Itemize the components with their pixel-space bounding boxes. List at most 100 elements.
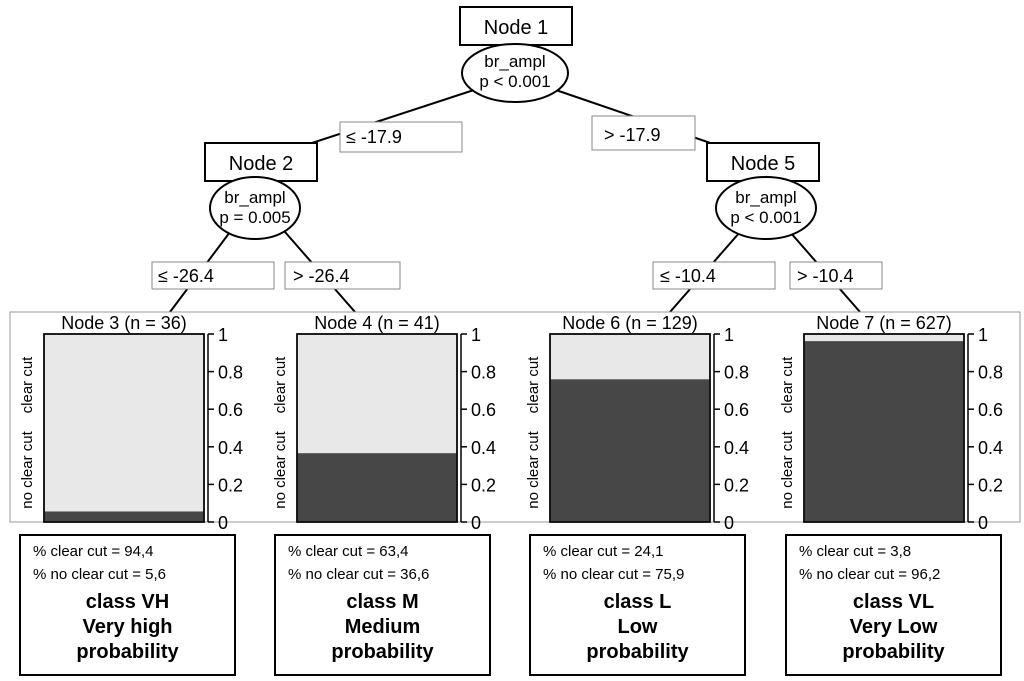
terminal-title: Node 3 (n = 36) <box>61 313 187 333</box>
axis-tick-label: 0.4 <box>218 438 243 458</box>
category-label-no-clear-cut: no clear cut <box>19 430 36 508</box>
edge-label-6: > -10.4 <box>789 261 883 290</box>
terminal-title: Node 6 (n = 129) <box>562 313 698 333</box>
bar-frame <box>803 333 965 523</box>
axis-tick-label: 1 <box>218 325 228 345</box>
result-clear-cut-pct: % clear cut = 24,1 <box>543 543 663 560</box>
axis-tick-label: 0.6 <box>218 400 243 420</box>
edge-label-text: > -10.4 <box>797 266 854 286</box>
axis-tick-label: 0.2 <box>978 475 1003 495</box>
result-probability: probability <box>331 641 434 663</box>
bar-no-clear-cut <box>44 511 204 522</box>
category-label-clear-cut: clear cut <box>19 356 36 414</box>
edge-label-box <box>652 261 776 290</box>
split-ellipse <box>209 176 301 240</box>
edge-label-5: ≤ -10.4 <box>652 261 776 290</box>
inner-node-2: Node 2 br_ampl p = 0.005 <box>204 142 318 240</box>
axis-tick-label: 0.2 <box>724 475 749 495</box>
axis-tick-label: 0.8 <box>724 363 749 383</box>
edge-label-box <box>339 121 463 153</box>
axis-tick-label: 0.6 <box>978 400 1003 420</box>
result-box-3: % clear cut = 24,1 % no clear cut = 75,9 c… <box>529 534 746 676</box>
split-ellipse <box>715 176 817 240</box>
result-desc: Very Low <box>850 616 938 638</box>
node-label: Node 1 <box>484 17 549 39</box>
inner-node-5: Node 5 br_ampl p < 0.001 <box>706 142 820 240</box>
result-no-clear-cut-pct: % no clear cut = 75,9 <box>543 566 684 583</box>
edge-label-text: > -17.9 <box>604 125 661 145</box>
category-label-no-clear-cut: no clear cut <box>272 430 289 508</box>
split-pvalue: p < 0.001 <box>730 208 801 227</box>
axis-tick-label: 0 <box>471 513 481 533</box>
result-class: class VL <box>853 591 934 613</box>
category-label-no-clear-cut: no clear cut <box>525 430 542 508</box>
axis-tick-label: 0.6 <box>471 400 496 420</box>
result-clear-cut-pct: % clear cut = 3,8 <box>799 543 911 560</box>
terminal-title: Node 4 (n = 41) <box>314 313 440 333</box>
bar-clear-cut <box>43 333 205 523</box>
result-no-clear-cut-pct: % no clear cut = 96,2 <box>799 566 940 583</box>
node-label: Node 5 <box>731 153 796 175</box>
inner-node-1: Node 1 br_ampl p < 0.001 <box>459 6 573 103</box>
split-variable: br_ampl <box>224 188 285 207</box>
category-label-clear-cut: clear cut <box>525 356 542 414</box>
result-probability: probability <box>842 641 945 663</box>
bar-no-clear-cut <box>550 379 710 522</box>
category-label-no-clear-cut: no clear cut <box>779 430 796 508</box>
node-label: Node 2 <box>229 153 294 175</box>
axis-tick-label: 0 <box>218 513 228 533</box>
result-class: class M <box>346 591 418 613</box>
result-clear-cut-pct: % clear cut = 63,4 <box>288 543 408 560</box>
axis-tick-label: 0.4 <box>724 438 749 458</box>
split-pvalue: p = 0.005 <box>219 208 290 227</box>
category-label-clear-cut: clear cut <box>272 356 289 414</box>
split-pvalue: p < 0.001 <box>479 72 550 91</box>
result-class: class L <box>604 591 672 613</box>
result-no-clear-cut-pct: % no clear cut = 5,6 <box>33 566 166 583</box>
result-box-frame <box>274 534 491 676</box>
axis-tick-label: 0.6 <box>724 400 749 420</box>
terminal-node-2: Node 4 (n = 41) 1 0.8 0.6 0.4 0.2 0 clear cut no… <box>272 313 496 533</box>
edge-label-text: ≤ -17.9 <box>346 127 402 147</box>
axis-tick-label: 0.2 <box>471 475 496 495</box>
edge-label-box <box>591 115 696 151</box>
edge-label-box <box>284 261 401 290</box>
result-probability: probability <box>586 641 689 663</box>
bar-no-clear-cut <box>804 341 964 522</box>
bar-frame <box>43 333 205 523</box>
edge-label-1: ≤ -17.9 <box>339 121 463 153</box>
axis-tick-label: 1 <box>724 325 734 345</box>
bar-frame <box>549 333 711 523</box>
result-desc: Very high <box>82 616 172 638</box>
axis-tick-label: 0.8 <box>978 363 1003 383</box>
result-clear-cut-pct: % clear cut = 94,4 <box>33 543 153 560</box>
result-desc: Medium <box>345 616 421 638</box>
category-label-clear-cut: clear cut <box>779 356 796 414</box>
terminal-nodes: Node 3 (n = 36) 1 0.8 0.6 0.4 0.2 0 clear cut no… <box>19 313 1003 676</box>
axis-tick-label: 0.2 <box>218 475 243 495</box>
edge-label-4: > -26.4 <box>284 261 401 290</box>
result-class: class VH <box>86 591 169 613</box>
bar-frame <box>296 333 458 523</box>
axis-tick-label: 0 <box>978 513 988 533</box>
result-box-2: % clear cut = 63,4% no clear cut = 36,6c… <box>274 534 491 676</box>
axis-tick-label: 0.8 <box>471 363 496 383</box>
axis-tick-label: 0.4 <box>471 438 496 458</box>
edge-label-box <box>789 261 883 290</box>
result-box-1: % clear cut = 94,4 % no clear cut = 5,6 cl… <box>19 534 236 676</box>
result-box-frame <box>529 534 746 676</box>
split-variable: br_ampl <box>484 52 545 71</box>
result-box-4: % clear cut = 3,8 % no clear cut = 96,2 cl… <box>785 534 1002 676</box>
bar-no-clear-cut <box>297 453 457 522</box>
axis-tick-label: 1 <box>978 325 988 345</box>
axis-tick-label: 0.4 <box>978 438 1003 458</box>
result-box-frame <box>785 534 1002 676</box>
edge-label-text: ≤ -10.4 <box>660 266 716 286</box>
split-ellipse <box>461 43 569 103</box>
edge-label-3: ≤ -26.4 <box>151 261 275 290</box>
axis-tick-label: 1 <box>471 325 481 345</box>
